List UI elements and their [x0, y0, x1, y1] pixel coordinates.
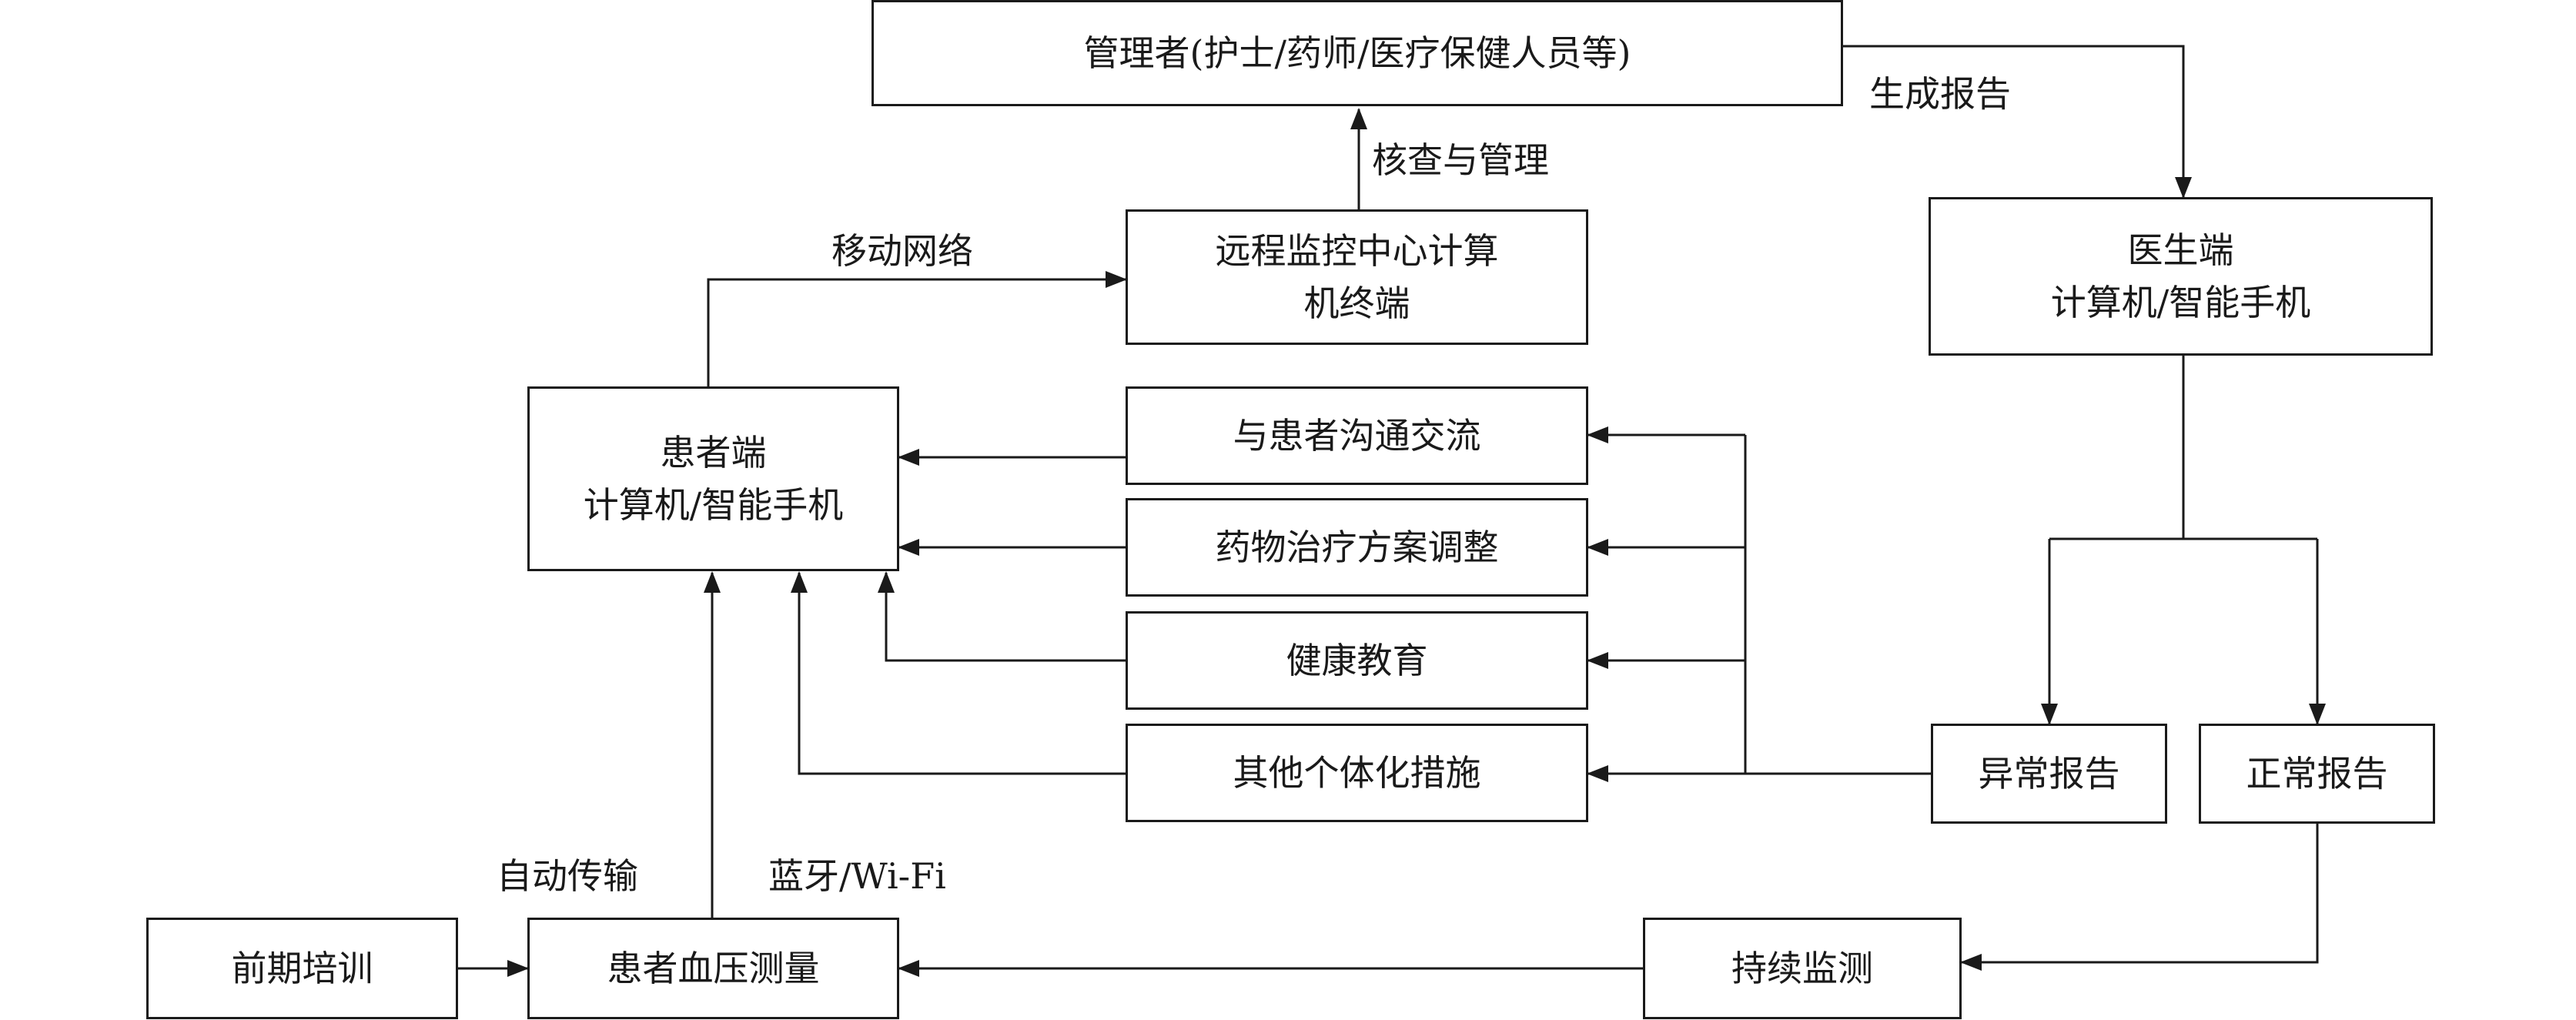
medication-label: 药物治疗方案调整 — [1215, 527, 1499, 568]
other-measures-node: 其他个体化措施 — [1126, 724, 1588, 822]
training-label: 前期培训 — [231, 948, 373, 989]
training-node: 前期培训 — [146, 918, 458, 1019]
edge-label-mobile-network: 移动网络 — [831, 230, 973, 272]
doctor-line-1: 医生端 — [2127, 229, 2234, 271]
edge-label-bluetooth-wifi: 蓝牙/Wi-Fi — [768, 855, 946, 897]
education-label: 健康教育 — [1286, 640, 1428, 681]
remote-center-line-2: 机终端 — [1303, 283, 1410, 324]
monitoring-node: 持续监测 — [1643, 918, 1962, 1019]
other-measures-label: 其他个体化措施 — [1233, 752, 1481, 794]
communicate-node: 与患者沟通交流 — [1126, 386, 1588, 485]
patient-line-1: 患者端 — [660, 432, 767, 473]
edge-normal-to-monitoring — [1960, 824, 2319, 971]
patient-node: 患者端 计算机/智能手机 — [527, 386, 899, 571]
education-node: 健康教育 — [1126, 611, 1588, 710]
patient-line-2: 计算机/智能手机 — [583, 484, 844, 526]
communicate-label: 与患者沟通交流 — [1233, 415, 1481, 456]
edge-patient-to-remote — [707, 271, 1127, 386]
remote-center-node: 远程监控中心计算 机终端 — [1126, 209, 1588, 345]
edge-label-check-manage: 核查与管理 — [1372, 139, 1549, 181]
remote-center-line-1: 远程监控中心计算 — [1215, 230, 1499, 272]
edge-manager-to-doctor — [1842, 45, 2192, 199]
doctor-node: 医生端 计算机/智能手机 — [1929, 197, 2433, 356]
edge-education-to-patient — [878, 571, 1126, 662]
edge-label-generate-report: 生成报告 — [1869, 73, 2011, 115]
medication-node: 药物治疗方案调整 — [1126, 498, 1588, 597]
monitoring-label: 持续监测 — [1731, 948, 1873, 989]
manager-node: 管理者(护士/药师/医疗保健人员等) — [871, 0, 1843, 106]
manager-label: 管理者(护士/药师/医疗保健人员等) — [1083, 32, 1631, 74]
abnormal-report-label: 异常报告 — [1978, 753, 2120, 794]
bp-measure-label: 患者血压测量 — [607, 948, 820, 989]
normal-report-node: 正常报告 — [2199, 724, 2435, 824]
edge-other-to-patient — [791, 571, 1126, 775]
abnormal-report-node: 异常报告 — [1931, 724, 2167, 824]
normal-report-label: 正常报告 — [2246, 753, 2388, 794]
edge-label-auto-transfer: 自动传输 — [497, 855, 638, 897]
bp-measure-node: 患者血压测量 — [527, 918, 899, 1019]
doctor-line-2: 计算机/智能手机 — [2050, 282, 2311, 323]
